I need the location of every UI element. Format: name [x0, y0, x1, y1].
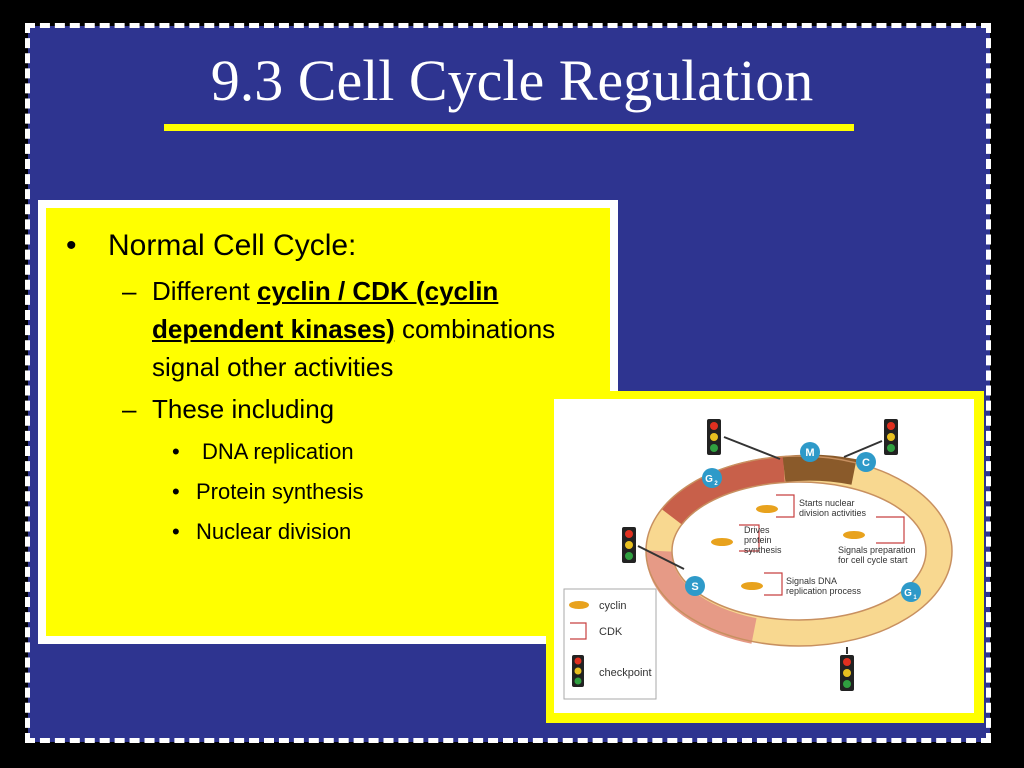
title-underline — [164, 124, 854, 131]
phase-badge-m: M — [800, 442, 820, 462]
bullet-text-these-including: These including — [152, 394, 335, 424]
legend-cdk: CDK — [599, 626, 623, 638]
annotation-signals-dna: Signals DNA replication process — [741, 572, 862, 596]
svg-text:Starts nuclear: Starts nuclear — [799, 498, 855, 508]
phase-badge-g1: G 1 — [901, 582, 921, 602]
phase-label-m: M — [805, 447, 814, 459]
checkpoint-icon-left — [622, 527, 685, 570]
text-box-fill: • Normal Cell Cycle: – Different cyclin … — [46, 208, 610, 636]
svg-text:synthesis: synthesis — [744, 545, 782, 555]
checkpoint-icon-bottom — [840, 647, 854, 691]
slide-title: 9.3 Cell Cycle Regulation — [210, 48, 814, 113]
phase-label-g1: G — [904, 588, 912, 599]
annotation-starts-nuclear: Starts nuclear division activities — [756, 494, 867, 518]
annotation-drives-protein: Drives protein synthesis — [711, 524, 782, 555]
bullet-level2-including: – These including — [122, 390, 602, 428]
annotation-signals-preparation: Signals preparation for cell cycle start — [838, 516, 916, 565]
bullet-dash: – — [122, 276, 137, 306]
ring-brown-m — [782, 454, 857, 485]
phase-badge-c: C — [856, 452, 876, 472]
cell-cycle-svg: M C G 2 S G 1 — [563, 419, 953, 700]
svg-text:Drives: Drives — [744, 525, 770, 535]
phase-label-g2: G — [705, 474, 713, 485]
diagram-legend: cyclin CDK checkpoint — [563, 588, 657, 700]
bullet-text-cyclin-cdk: cyclin / CDK (cyclin dependent kinases) — [152, 276, 499, 344]
svg-text:1: 1 — [913, 595, 917, 601]
bullet-text-combinations: combinations signal other activities — [152, 314, 556, 382]
checkpoint-icon-top-left — [707, 419, 781, 460]
bullet-dot: • — [66, 229, 77, 262]
ring-inner-edge — [671, 481, 927, 621]
bullet-dot: • — [172, 519, 180, 544]
svg-text:replication process: replication process — [786, 586, 862, 596]
svg-text:protein: protein — [744, 535, 772, 545]
bullet-text-different: Different — [152, 276, 258, 306]
bullet-dot: • — [172, 439, 180, 464]
bullet-text-normal-cell-cycle: Normal Cell Cycle: — [108, 229, 357, 262]
bullet-level2-cyclin: – Different cyclin / CDK (cyclin depende… — [122, 272, 602, 386]
phase-label-s: S — [691, 581, 698, 593]
bullet-text-protein-synthesis: Protein synthesis — [196, 479, 364, 504]
svg-text:Signals DNA: Signals DNA — [786, 576, 837, 586]
svg-text:Signals preparation: Signals preparation — [838, 545, 916, 555]
legend-cyclin: cyclin — [599, 600, 627, 612]
cell-cycle-diagram: M C G 2 S G 1 — [554, 399, 974, 713]
bullet-dot: • — [172, 479, 180, 504]
bullet-level3-nuclear: • Nuclear division — [172, 512, 606, 552]
svg-text:division activities: division activities — [799, 508, 867, 518]
bullet-level3-dna: • DNA replication — [172, 432, 606, 472]
phase-label-c: C — [862, 457, 870, 469]
cyclin-icon — [569, 601, 589, 609]
phase-badge-s: S — [685, 576, 705, 596]
ring-pink-s — [645, 550, 757, 644]
svg-text:2: 2 — [714, 481, 718, 487]
diagram-frame: M C G 2 S G 1 — [546, 391, 984, 723]
bullet-level3-protein: • Protein synthesis — [172, 472, 606, 512]
bullet-text-dna-replication: DNA replication — [202, 439, 354, 464]
phase-badge-g2: G 2 — [702, 468, 722, 488]
bullet-text-nuclear-division: Nuclear division — [196, 519, 352, 544]
legend-checkpoint: checkpoint — [599, 667, 652, 679]
svg-text:for cell cycle start: for cell cycle start — [838, 555, 908, 565]
checkpoint-icon-top-right — [843, 419, 898, 458]
bullet-list: • Normal Cell Cycle: – Different cyclin … — [46, 208, 606, 552]
checkpoint-icon — [572, 655, 584, 687]
text-box: • Normal Cell Cycle: – Different cyclin … — [38, 200, 618, 644]
bullet-level1: • Normal Cell Cycle: — [66, 228, 606, 264]
cdk-icon — [570, 622, 587, 640]
bullet-dash: – — [122, 394, 137, 424]
